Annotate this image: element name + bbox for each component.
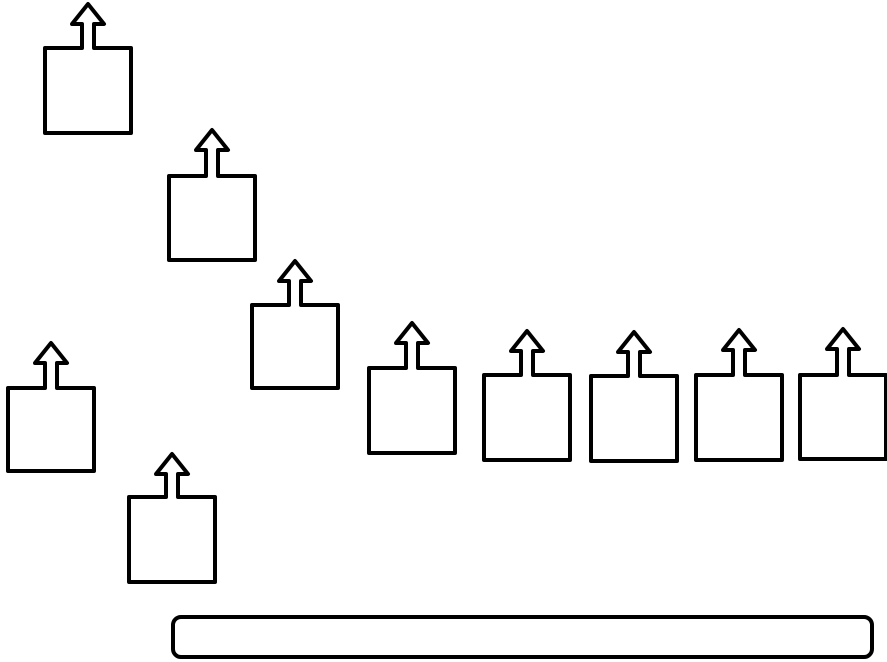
base-bar xyxy=(171,615,874,659)
block-7-box-with-up-arrow-icon xyxy=(482,329,572,462)
blocks-group xyxy=(6,2,887,584)
block-9-box-with-up-arrow-icon xyxy=(694,328,784,462)
block-6-box-with-up-arrow-icon xyxy=(127,452,217,584)
block-3-box-with-up-arrow-icon xyxy=(250,259,340,390)
block-1-box-with-up-arrow-icon xyxy=(43,2,133,135)
block-5-box-with-up-arrow-icon xyxy=(367,321,457,455)
block-2-box-with-up-arrow-icon xyxy=(167,128,257,262)
block-10-box-with-up-arrow-icon xyxy=(798,327,887,461)
block-8-box-with-up-arrow-icon xyxy=(589,330,679,463)
block-4-box-with-up-arrow-icon xyxy=(6,341,96,473)
